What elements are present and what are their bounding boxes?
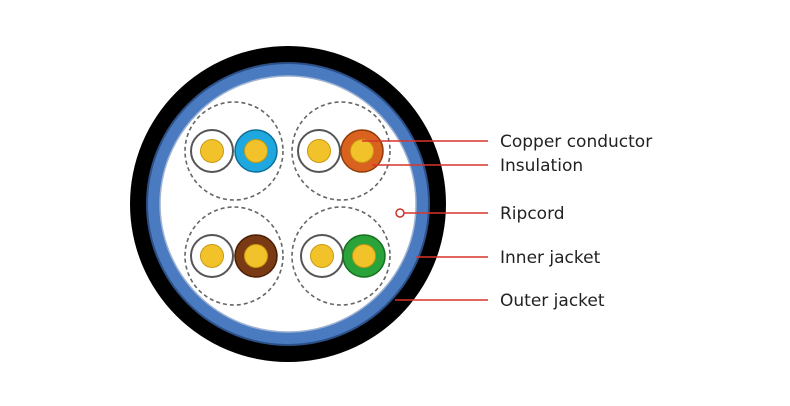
label-outer-jacket: Outer jacket <box>500 291 605 311</box>
wire-copper-conductor <box>307 139 331 163</box>
wire-copper-conductor <box>352 244 376 268</box>
cable-core <box>159 75 417 333</box>
leader-lines <box>362 140 488 301</box>
pair-top-left <box>190 129 278 173</box>
label-inner-jacket: Inner jacket <box>500 248 601 268</box>
pair-group-top-left <box>184 101 284 201</box>
pair-bottom-left <box>190 234 278 278</box>
pair-bottom-right <box>300 234 386 278</box>
pair-group-top-right <box>291 101 391 201</box>
wire-copper-conductor <box>200 244 224 268</box>
label-insulation: Insulation <box>500 156 583 176</box>
ripcord <box>395 208 405 218</box>
label-copper-conductor: Copper conductor <box>500 132 652 152</box>
wire-copper-conductor <box>244 139 268 163</box>
wire-copper-conductor <box>310 244 334 268</box>
pair-group-bottom-left <box>184 206 284 306</box>
pair-groups <box>184 101 391 306</box>
label-ripcord: Ripcord <box>500 204 565 224</box>
pair-group-bottom-right <box>291 206 391 306</box>
wire-copper-conductor <box>200 139 224 163</box>
wire-copper-conductor <box>244 244 268 268</box>
wire-copper-conductor <box>350 139 374 163</box>
